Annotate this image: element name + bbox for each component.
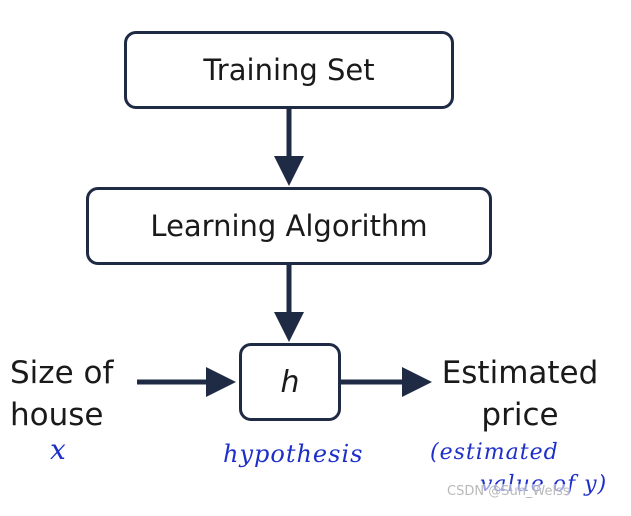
input-label-line-2: house	[10, 397, 104, 433]
learning-algorithm-label: Learning Algorithm	[150, 209, 428, 243]
training-set-label: Training Set	[203, 53, 375, 87]
input-label: Size of house	[10, 352, 113, 436]
hypothesis-box-label: h	[280, 364, 300, 400]
learning-algorithm-box: Learning Algorithm	[86, 187, 492, 265]
training-set-box: Training Set	[124, 31, 454, 109]
handwritten-hypothesis: hypothesis	[223, 440, 364, 468]
output-label-line-2: price	[481, 397, 559, 433]
watermark: CSDN @Sun_Weiss	[447, 484, 570, 499]
output-label-line-1: Estimated	[441, 355, 599, 391]
input-label-line-1: Size of	[10, 355, 114, 391]
handwritten-estimated: (estimated	[430, 440, 559, 465]
hypothesis-box: h	[239, 343, 341, 421]
output-label: Estimated price	[437, 352, 603, 436]
handwritten-x: x	[50, 433, 66, 466]
